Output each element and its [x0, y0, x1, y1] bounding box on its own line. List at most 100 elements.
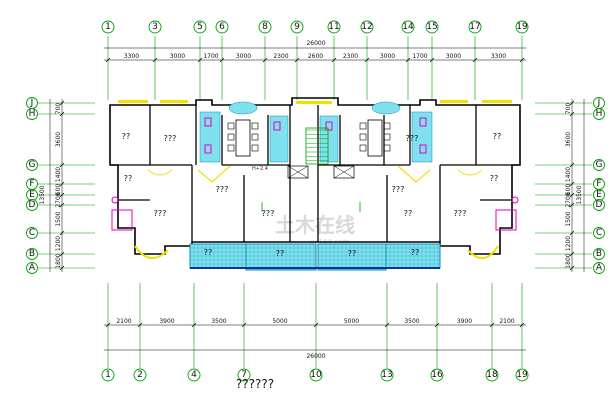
bottom-axis-bubble	[430, 368, 444, 382]
bottom-axis-bubble	[101, 368, 115, 382]
room-label: ???	[454, 209, 467, 218]
top-axis-bubble	[101, 20, 115, 34]
right-dim-value: 600	[565, 184, 572, 196]
bay-window-right	[467, 245, 499, 259]
right-axis-label: J	[597, 98, 601, 108]
room-label: ??	[411, 248, 420, 257]
top-axis-bubble	[290, 20, 304, 34]
top-axis-label: 17	[469, 22, 480, 32]
top-axis-bubble	[425, 20, 439, 34]
top-axis-bubble	[360, 20, 374, 34]
bathtub-left	[111, 209, 133, 231]
room-label: ???	[392, 185, 405, 194]
left-axis-label: G	[29, 160, 36, 170]
right-dim-value: 2700	[565, 192, 572, 207]
room-label: ??	[204, 248, 213, 257]
left-dim-tick	[59, 251, 65, 257]
watermark: 土木在线 co188.com	[275, 213, 355, 246]
round-window-left	[228, 101, 258, 115]
bottom-axis-label: 1	[105, 370, 111, 380]
right-dim-tick	[569, 100, 575, 106]
top-axis-label: 14	[402, 22, 414, 32]
right-axis-bubble	[593, 199, 605, 211]
left-axis-label: F	[29, 179, 34, 189]
overall-dim-bottom: 26000	[306, 353, 325, 360]
room-label: ??	[276, 249, 285, 258]
top-axis-bubble	[215, 20, 229, 34]
right-axis-label: B	[596, 249, 602, 259]
top-dim-value: 3000	[170, 53, 185, 60]
bottom-axis-label: 18	[486, 370, 498, 380]
right-axis-label: G	[596, 160, 603, 170]
left-axis-label: D	[29, 200, 36, 210]
room-label: ??	[348, 249, 357, 258]
window	[160, 100, 188, 103]
bath-fixture	[204, 117, 212, 127]
bottom-dim-value: 5000	[272, 318, 287, 325]
bath-fixture	[273, 121, 281, 131]
top-dim-tick	[519, 57, 525, 63]
chair	[227, 144, 235, 152]
bathroom-tiles	[269, 115, 289, 163]
top-dim-value: 3000	[380, 53, 395, 60]
left-dim-value: 600	[55, 184, 62, 196]
top-dim-value: 2300	[273, 53, 288, 60]
right-axis-bubble	[593, 159, 605, 171]
building-plan	[109, 97, 521, 271]
right-axis-label: A	[596, 263, 603, 273]
top-axis-bubble	[193, 20, 207, 34]
top-dim-tick	[152, 57, 158, 63]
chair	[383, 122, 391, 130]
right-dim-tick	[569, 192, 575, 198]
bottom-dim-tick	[519, 322, 525, 328]
top-dim-value: 1700	[203, 53, 218, 60]
right-axis-label: E	[596, 190, 602, 200]
left-axis-bubble	[26, 108, 38, 120]
room-label: ??	[490, 174, 499, 183]
window	[296, 101, 332, 104]
right-axis-label: C	[596, 228, 602, 238]
bottom-dim-value: 3900	[159, 318, 174, 325]
left-axis-bubble	[26, 199, 38, 211]
bottom-axis-label: 19	[516, 370, 528, 380]
left-axis-label: B	[29, 249, 35, 259]
chair	[359, 122, 367, 130]
top-dim-tick	[364, 57, 370, 63]
top-dim-tick	[262, 57, 268, 63]
room-label: ???	[262, 209, 275, 218]
top-axis-label: 19	[516, 22, 528, 32]
left-dim-value: 1800	[55, 253, 62, 268]
right-dim-tick	[569, 181, 575, 187]
window	[440, 100, 468, 103]
left-axis-label: E	[29, 190, 35, 200]
left-axis-label: J	[30, 98, 34, 108]
bath-fixture	[419, 117, 427, 127]
door-swing	[197, 165, 231, 183]
window	[482, 100, 512, 103]
door-swing	[457, 169, 483, 176]
bath-fixture	[419, 144, 427, 154]
left-dim-value: 3600	[55, 132, 62, 147]
right-axis-bubble	[593, 262, 605, 274]
room-label: ???	[154, 209, 167, 218]
left-dim-tick	[59, 230, 65, 236]
bottom-dim-value: 3500	[211, 318, 226, 325]
top-axis-label: 5	[197, 22, 203, 32]
room-label: ???	[406, 134, 419, 143]
round-window-right	[371, 101, 401, 115]
bathroom-tiles	[411, 111, 433, 163]
top-dim-value: 2600	[308, 53, 323, 60]
chair	[383, 133, 391, 141]
elevator-cross	[333, 165, 355, 179]
right-dim-value: 1800	[565, 253, 572, 268]
top-dim-tick	[219, 57, 225, 63]
left-axis-bubble	[26, 159, 38, 171]
bath-fixture	[325, 121, 333, 131]
overall-dim-right: 13500	[576, 185, 583, 204]
top-dim-tick	[197, 57, 203, 63]
left-dim-tick	[59, 192, 65, 198]
top-axis-bubble	[401, 20, 415, 34]
